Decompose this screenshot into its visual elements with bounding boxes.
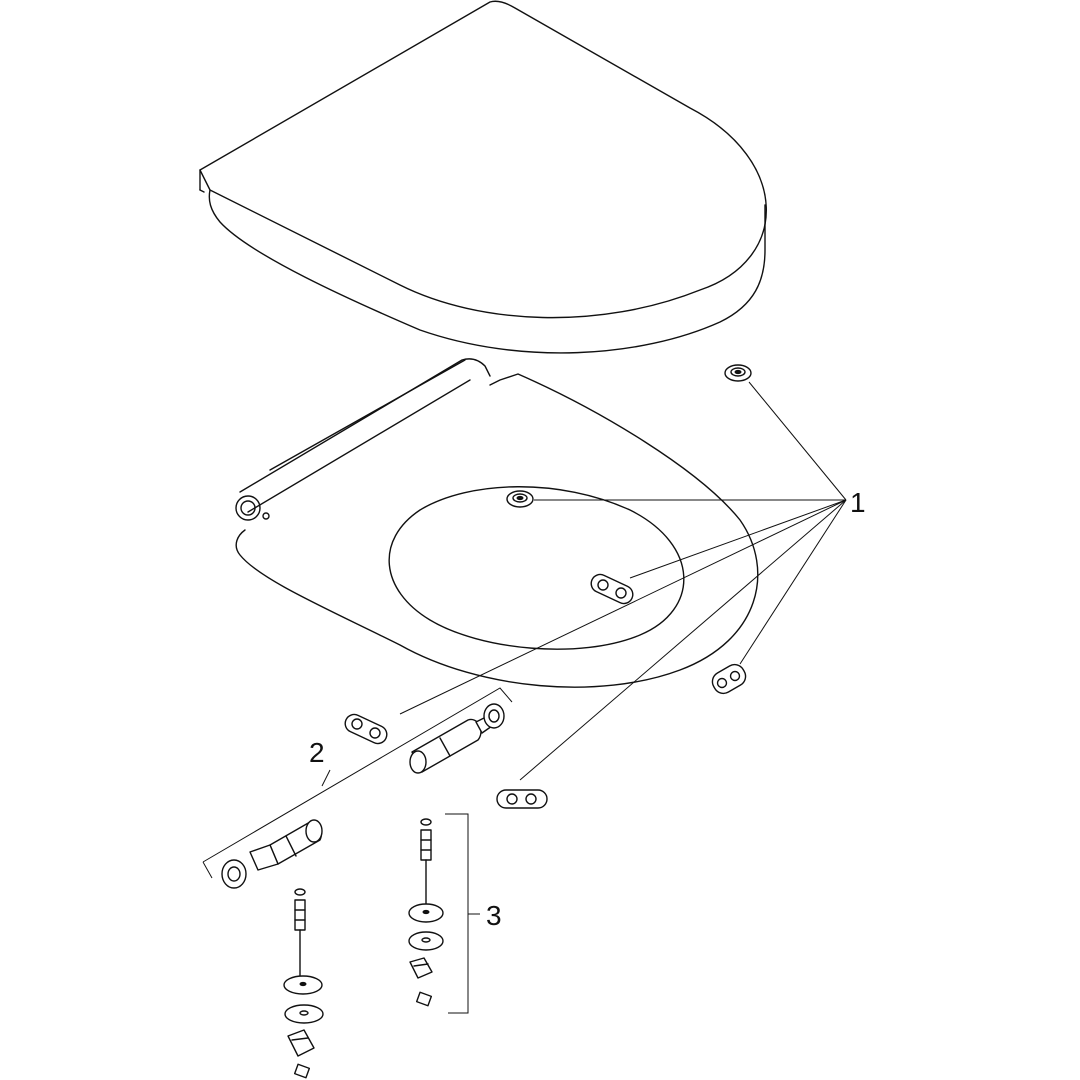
leader-lines-callout-1 bbox=[399, 381, 847, 781]
buffer-oval-seat bbox=[590, 573, 634, 605]
callout-2-label: 2 bbox=[309, 737, 325, 768]
seat-ring bbox=[235, 358, 759, 688]
seat-lid bbox=[199, 0, 767, 354]
leader-line-callout-2 bbox=[321, 769, 331, 787]
hinge-set bbox=[202, 687, 513, 889]
buffer-round-seat bbox=[506, 490, 534, 508]
callout-1-label: 1 bbox=[850, 487, 866, 518]
fixing-set-left bbox=[283, 888, 324, 1079]
buffer-round-top bbox=[724, 364, 752, 382]
buffer-oval-lower bbox=[496, 789, 548, 809]
callout-3-label: 3 bbox=[486, 900, 502, 931]
buffer-oval-right bbox=[711, 663, 747, 695]
buffer-oval-left bbox=[344, 713, 388, 745]
fixing-set-right bbox=[408, 813, 480, 1014]
